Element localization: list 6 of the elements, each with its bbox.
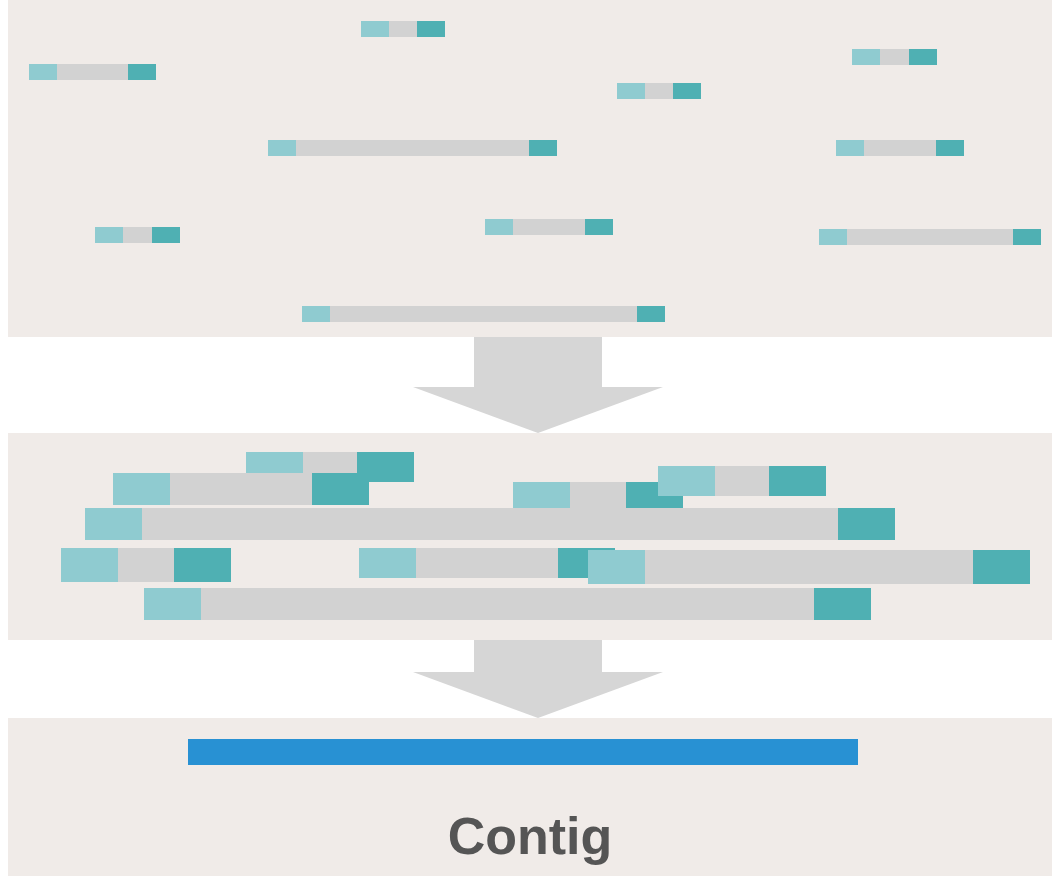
reads-panel <box>8 433 1052 640</box>
contig-bar <box>188 739 858 765</box>
down-arrow <box>413 337 663 433</box>
contig-label: Contig <box>447 806 613 866</box>
contig-panel <box>8 718 1052 876</box>
down-arrow <box>413 640 663 718</box>
